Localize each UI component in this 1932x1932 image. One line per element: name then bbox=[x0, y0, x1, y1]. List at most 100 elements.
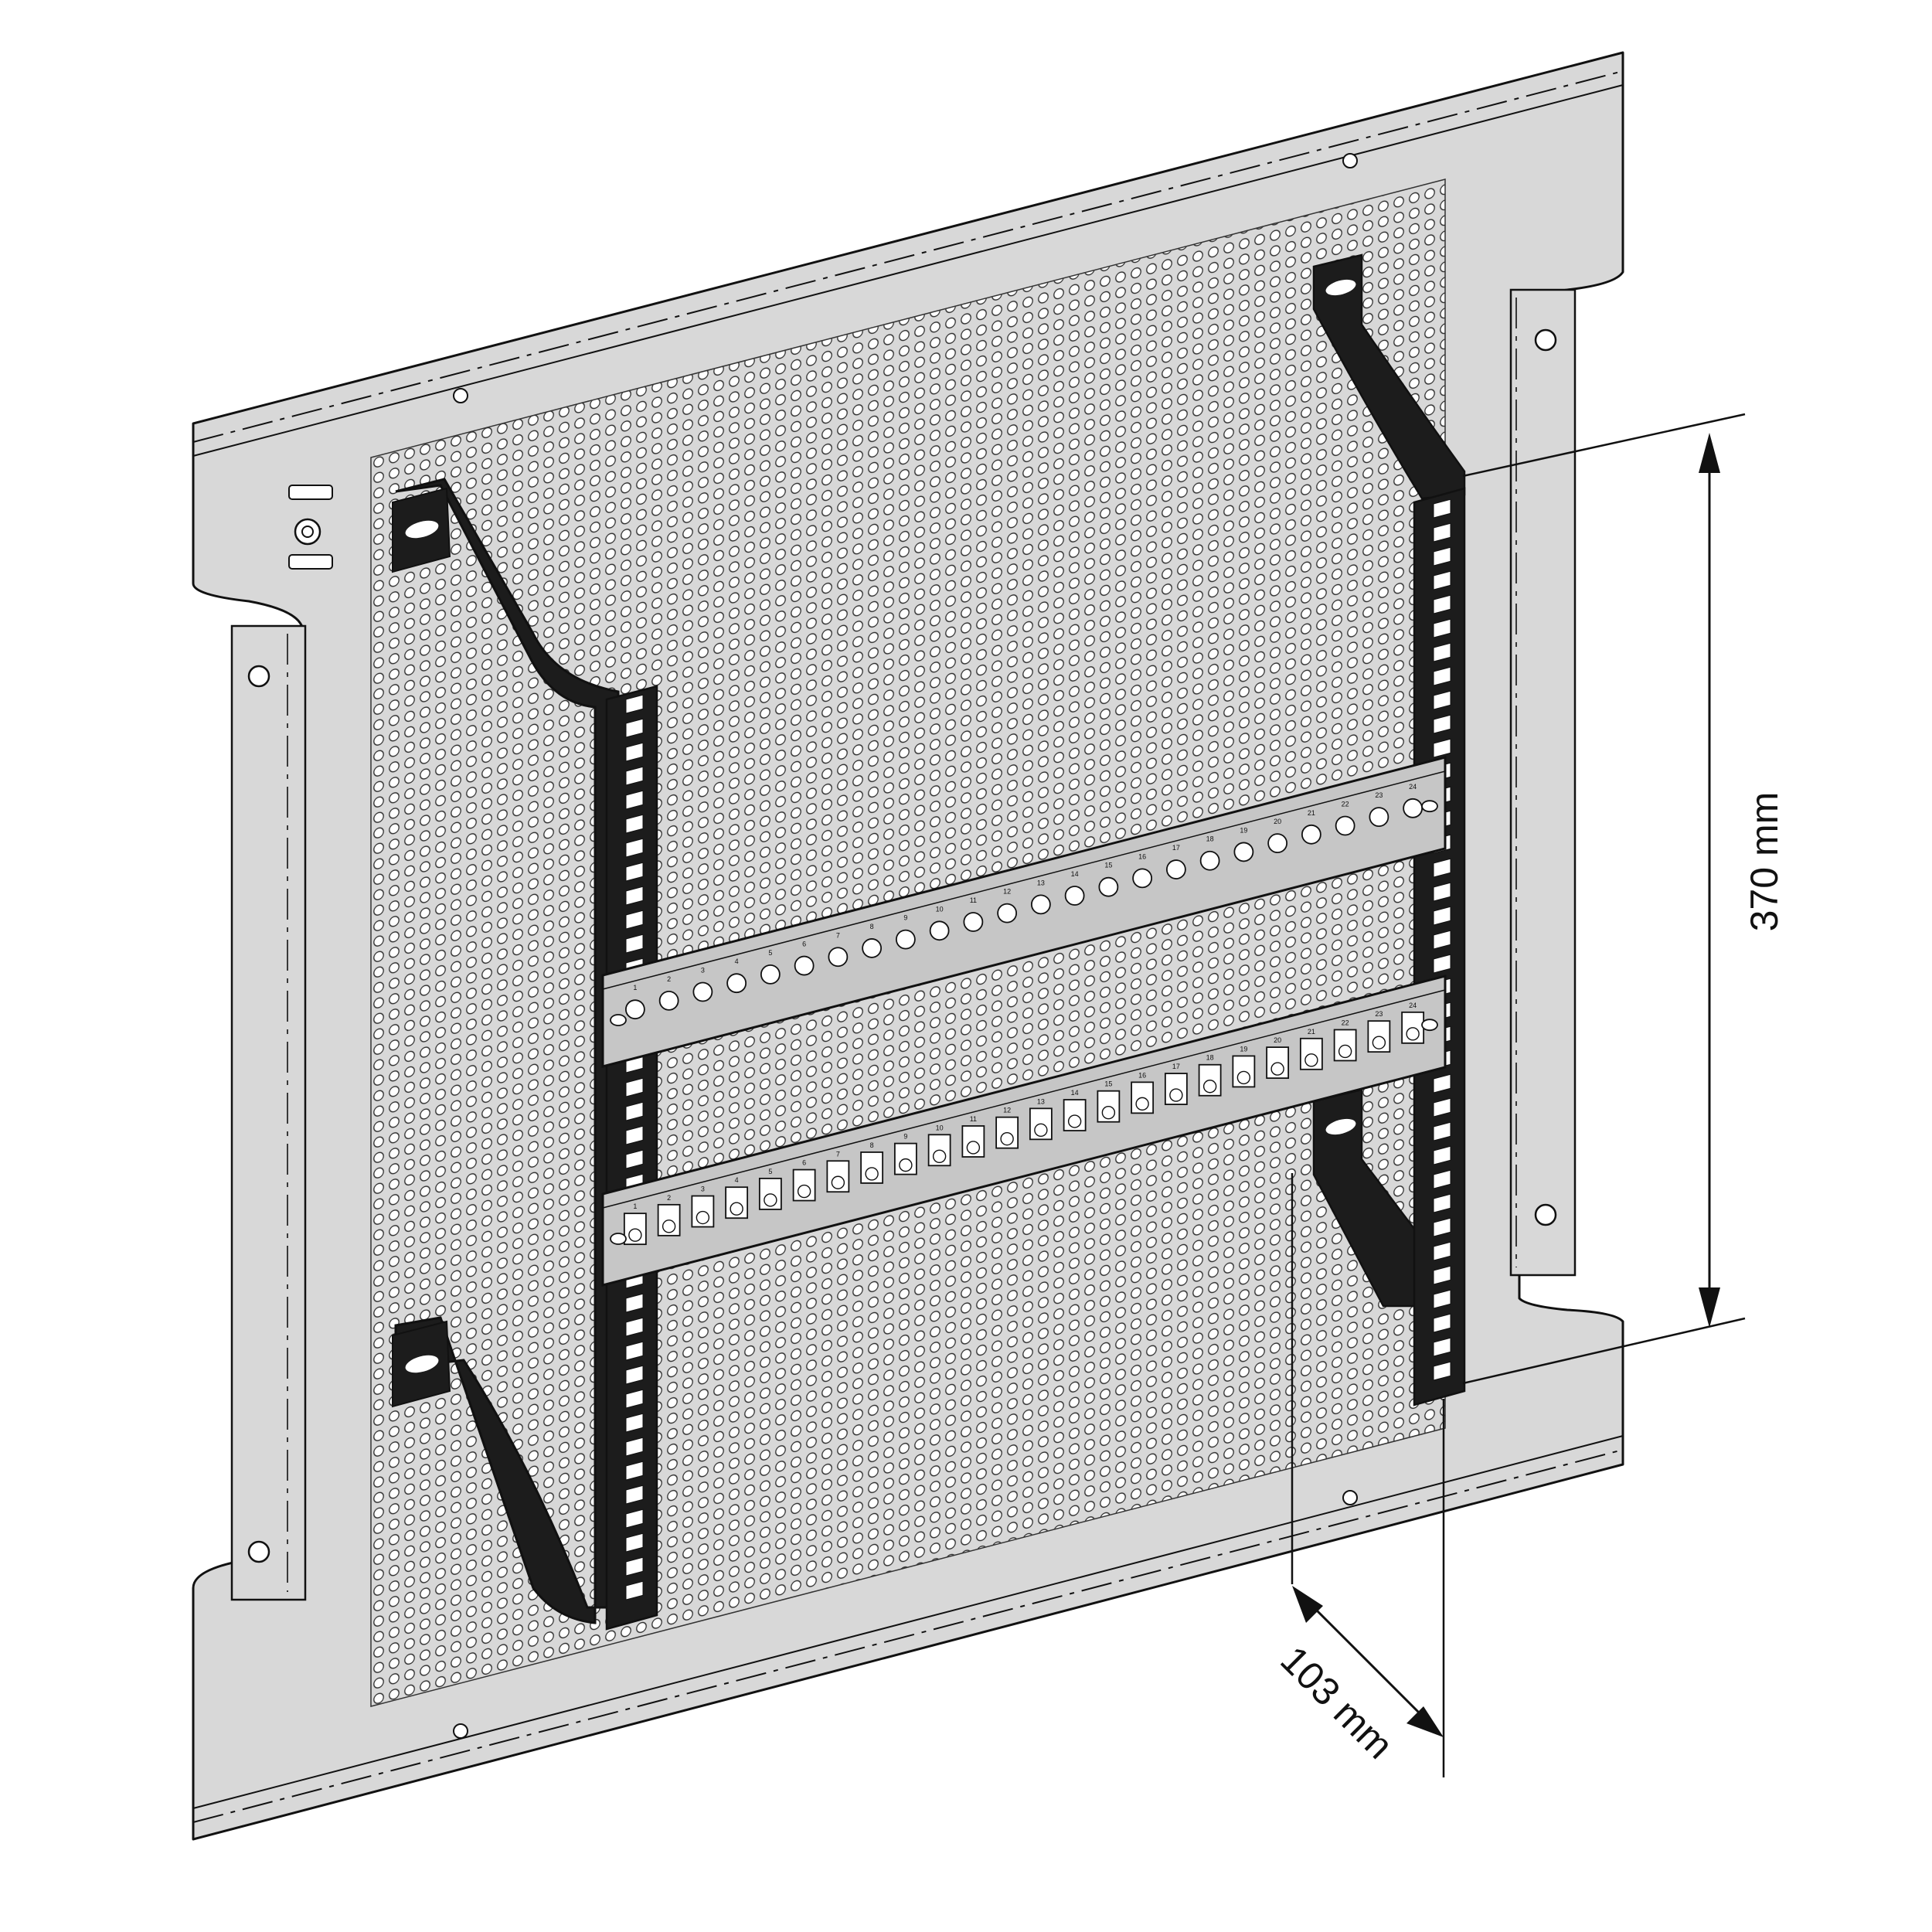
port-number: 2 bbox=[667, 1194, 671, 1202]
port-number: 5 bbox=[768, 1168, 772, 1175]
port-number: 9 bbox=[903, 1133, 907, 1141]
bracket-slot bbox=[405, 520, 439, 539]
port-number: 16 bbox=[1138, 1071, 1146, 1079]
arrow-head bbox=[1699, 1287, 1720, 1328]
patch-port bbox=[1132, 868, 1153, 889]
port-number: 20 bbox=[1274, 1036, 1281, 1044]
upright-square-hole bbox=[625, 694, 644, 714]
bracket-slot bbox=[1325, 279, 1356, 296]
upright-square-hole bbox=[625, 1293, 644, 1313]
height-dimension-label: 370 mm bbox=[1743, 792, 1786, 932]
panel-mount-hole bbox=[1421, 800, 1438, 813]
port-number: 3 bbox=[701, 967, 705, 975]
upright-square-hole bbox=[625, 910, 644, 930]
arrow-head bbox=[1699, 433, 1720, 473]
port-number: 7 bbox=[836, 931, 840, 939]
patch-port bbox=[1098, 876, 1119, 897]
keystone-port-inner bbox=[831, 1175, 845, 1189]
arrow-head bbox=[1406, 1706, 1444, 1737]
upright-square-hole bbox=[1433, 858, 1451, 878]
upright-square-hole bbox=[625, 1317, 644, 1337]
upright-square-hole bbox=[1433, 642, 1451, 662]
port-number: 12 bbox=[1003, 888, 1011, 896]
upright-square-hole bbox=[625, 1149, 644, 1169]
keystone-port-inner bbox=[628, 1228, 642, 1242]
port-number: 11 bbox=[970, 896, 977, 904]
plate-hole bbox=[247, 1540, 270, 1563]
keystone-port-inner bbox=[662, 1219, 676, 1233]
port-number: 3 bbox=[701, 1185, 705, 1193]
patch-panel-upper-face bbox=[601, 756, 1447, 1068]
right-upright-holes bbox=[1433, 498, 1451, 1381]
keystone-port-inner bbox=[1270, 1062, 1284, 1076]
keystone-port-inner bbox=[899, 1158, 913, 1172]
upright-square-hole bbox=[625, 1461, 644, 1481]
upright-square-hole bbox=[625, 1101, 644, 1121]
keystone-port-inner bbox=[1000, 1131, 1014, 1146]
port-number: 2 bbox=[667, 975, 671, 983]
keystone-port-inner bbox=[1034, 1123, 1048, 1138]
keystone-port-inner bbox=[1169, 1088, 1183, 1102]
upright-square-hole bbox=[1433, 1169, 1451, 1189]
port-number: 21 bbox=[1308, 1028, 1315, 1036]
keystone-port-inner bbox=[1236, 1070, 1251, 1085]
keystone-port-inner bbox=[696, 1210, 710, 1225]
plate-hole bbox=[1342, 1490, 1358, 1505]
upright-square-hole bbox=[625, 1556, 644, 1577]
upright-square-hole bbox=[625, 814, 644, 834]
upright-square-hole bbox=[1433, 1361, 1451, 1381]
port-number: 19 bbox=[1240, 826, 1247, 834]
slot bbox=[288, 554, 333, 570]
upright-square-hole bbox=[1433, 1313, 1451, 1333]
upright-square-hole bbox=[625, 1125, 644, 1145]
upright-square-hole bbox=[1433, 882, 1451, 902]
keystone-port-inner bbox=[1338, 1044, 1352, 1059]
plate-hole bbox=[453, 388, 468, 403]
depth-dimension-label: 103 mm bbox=[1272, 1638, 1401, 1767]
patch-port bbox=[828, 947, 849, 968]
upright-square-hole bbox=[1433, 666, 1451, 686]
patch-port bbox=[1301, 824, 1321, 845]
port-number: 10 bbox=[936, 1124, 944, 1131]
port-number: 15 bbox=[1104, 862, 1112, 869]
upright-square-hole bbox=[625, 1532, 644, 1553]
bottom-flange-dashed bbox=[192, 1449, 1624, 1823]
dimension-line bbox=[1297, 1590, 1439, 1733]
upright-square-hole bbox=[1433, 594, 1451, 614]
patch-port bbox=[1403, 798, 1423, 818]
port-number: 22 bbox=[1342, 800, 1349, 808]
upright-square-hole bbox=[625, 790, 644, 810]
port-number: 13 bbox=[1037, 1097, 1045, 1105]
patch-port bbox=[1233, 842, 1254, 862]
patch-port bbox=[862, 938, 883, 958]
keystone-port-inner bbox=[1067, 1114, 1082, 1128]
arrow-head bbox=[1292, 1586, 1323, 1623]
panel-mount-hole bbox=[610, 1233, 627, 1245]
port-number: 14 bbox=[1071, 1089, 1079, 1097]
port-number: 10 bbox=[936, 905, 944, 913]
patch-port bbox=[726, 973, 747, 994]
patch-port bbox=[963, 912, 984, 932]
upright-square-hole bbox=[1433, 930, 1451, 950]
upright-square-hole bbox=[1433, 1289, 1451, 1309]
port-number: 1 bbox=[633, 984, 637, 992]
upright-square-hole bbox=[625, 862, 644, 882]
keystone-port-inner bbox=[1101, 1106, 1116, 1120]
plate-hole bbox=[1342, 153, 1358, 168]
panel-mount-hole bbox=[1421, 1019, 1438, 1032]
bracket-slot bbox=[405, 1355, 439, 1373]
upright-square-hole bbox=[625, 1389, 644, 1409]
upright-square-hole bbox=[625, 1341, 644, 1361]
keystone-port-inner bbox=[932, 1149, 947, 1163]
patch-port bbox=[1165, 859, 1186, 879]
keystone-port-inner bbox=[1406, 1027, 1420, 1041]
upright-square-hole bbox=[1433, 1145, 1451, 1165]
upright-square-hole bbox=[1433, 618, 1451, 638]
panel-mount-hole bbox=[610, 1014, 627, 1026]
patch-port bbox=[1064, 886, 1085, 906]
port-number: 8 bbox=[870, 923, 874, 930]
patch-port bbox=[794, 955, 815, 976]
